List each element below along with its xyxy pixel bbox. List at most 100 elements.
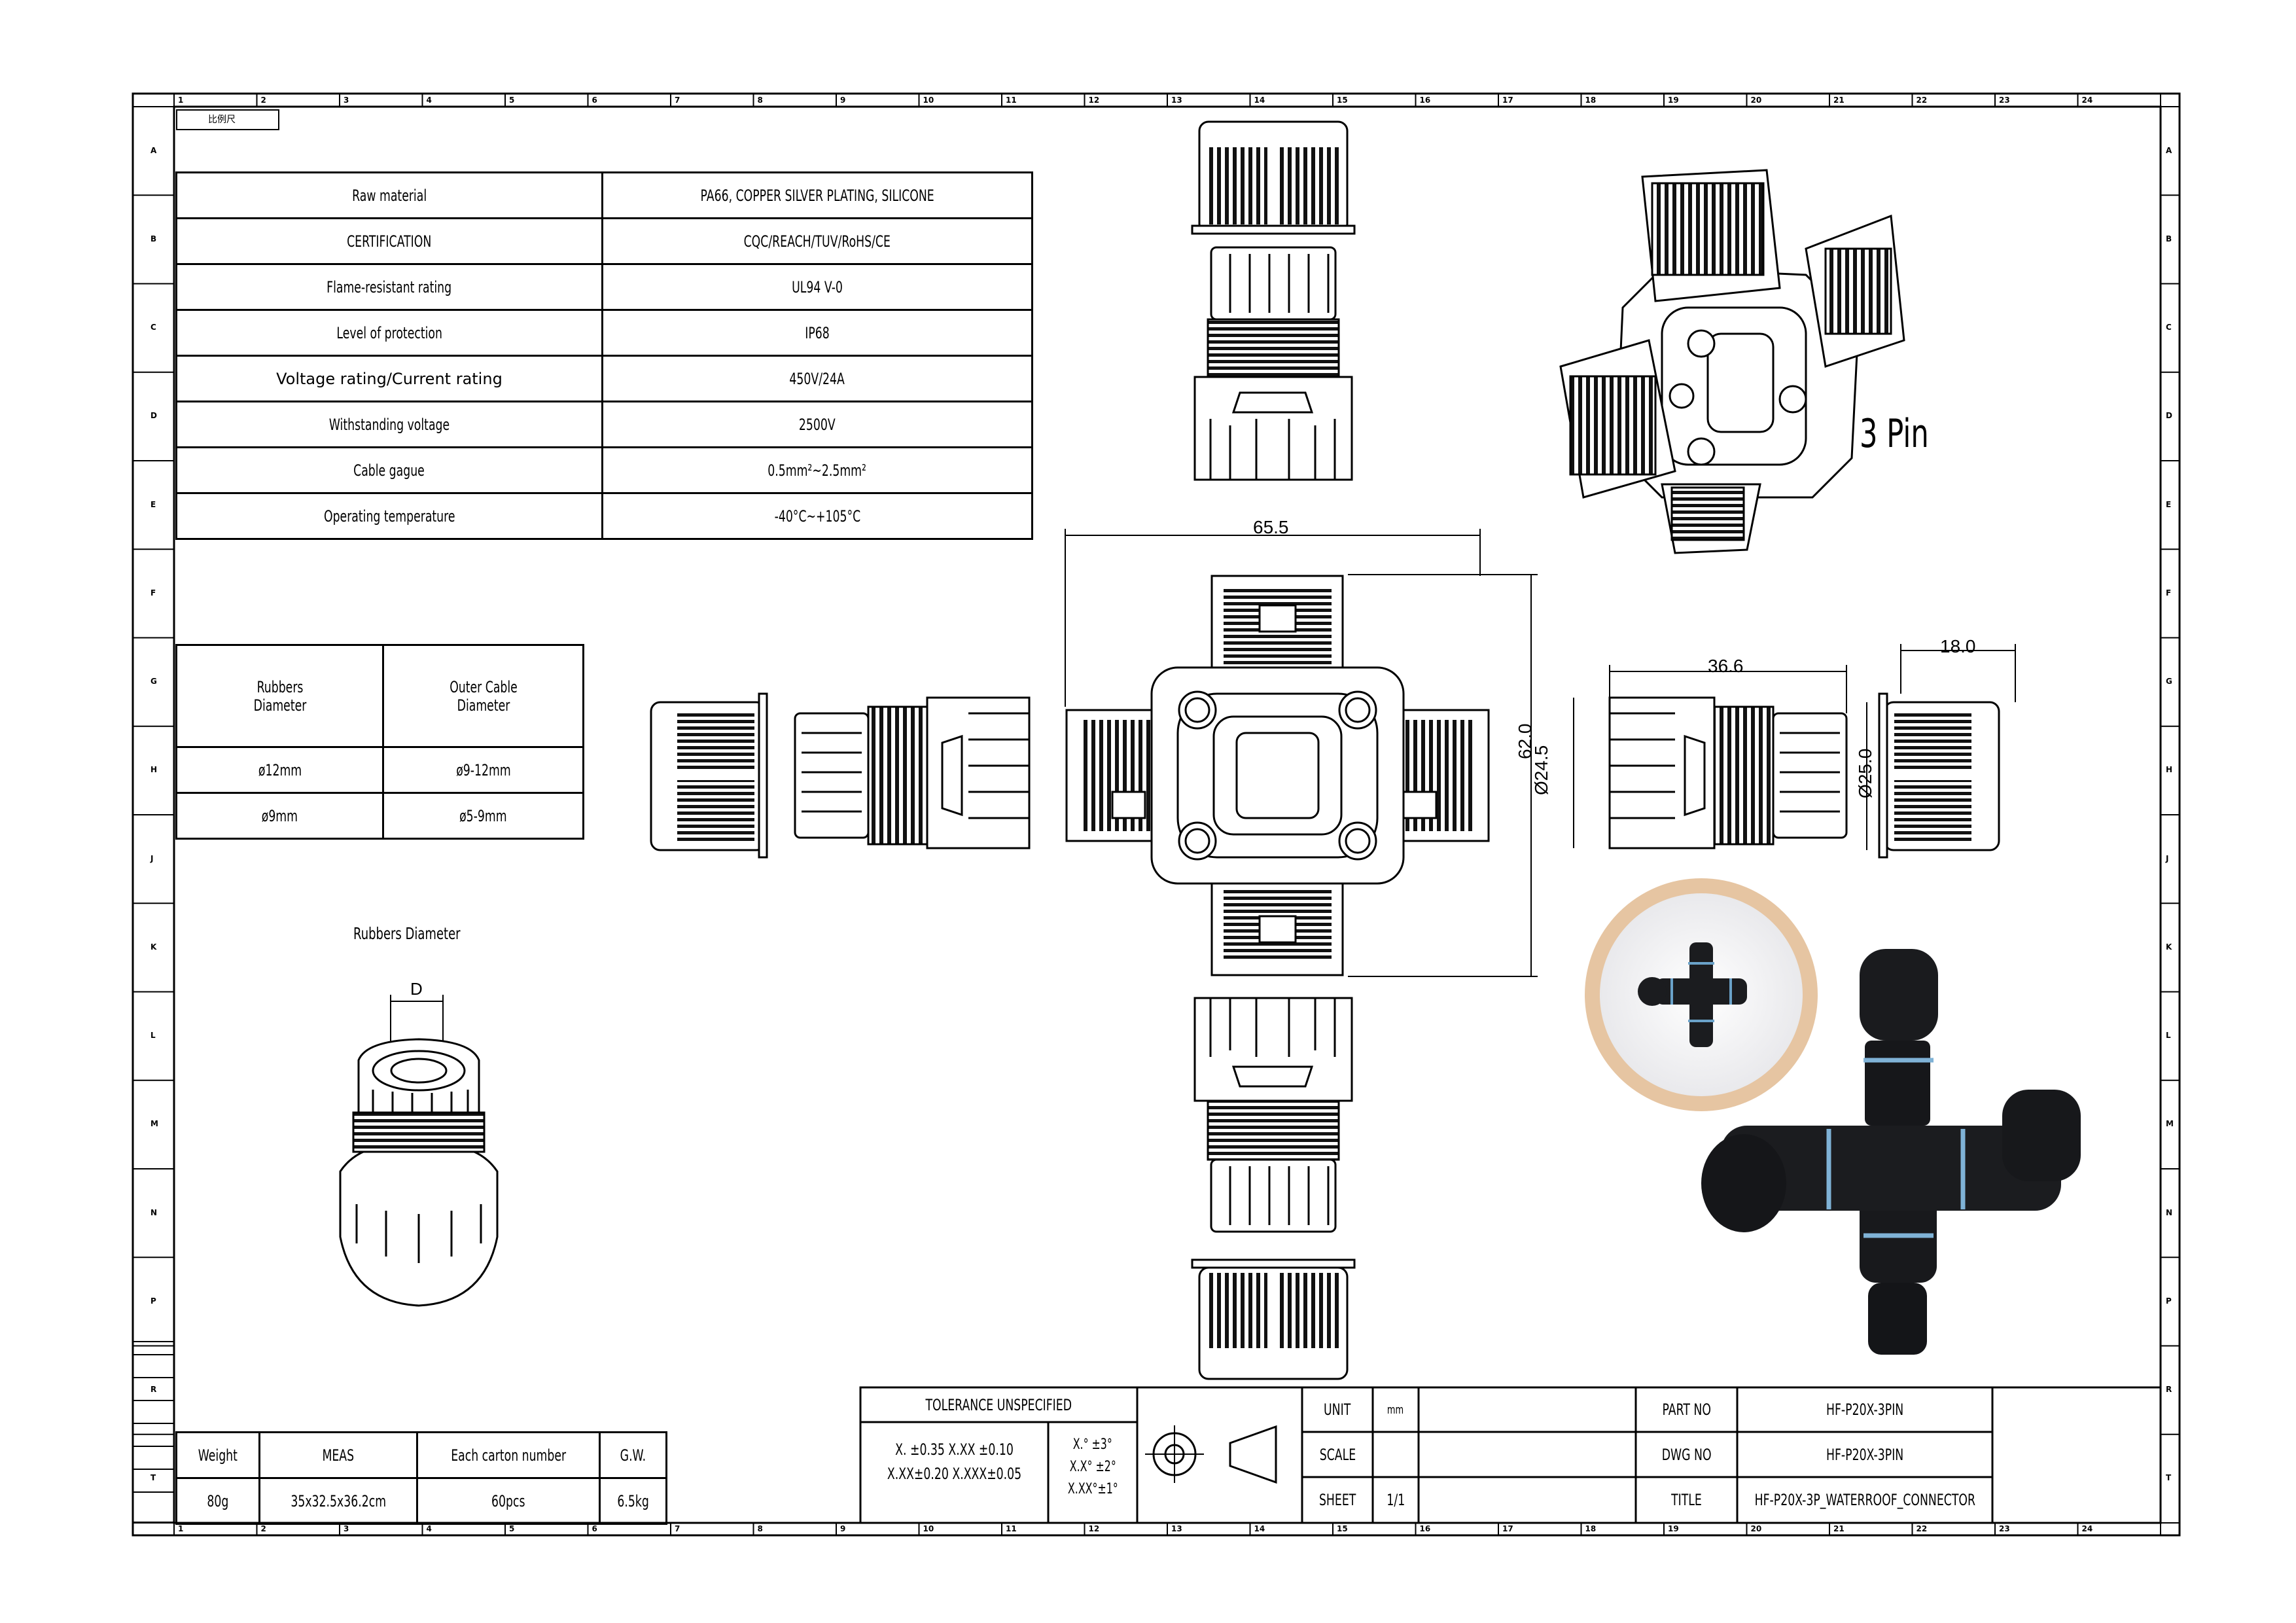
grid-row-label: M [150, 1119, 158, 1129]
grid-row-label: G [150, 677, 157, 687]
packing-header: MEAS [258, 1431, 419, 1479]
part-no-value: HF-P20X-3PIN [1826, 1400, 1904, 1419]
grid-column-label: 13 [1171, 1524, 1182, 1533]
scale-label: SCALE [1319, 1445, 1356, 1464]
grid-column-label: 14 [1254, 1524, 1265, 1533]
grid-column-label: 17 [1502, 1524, 1513, 1533]
grid-column-label: 7 [675, 1524, 680, 1533]
spec-label: CERTIFICATION [175, 217, 603, 265]
grid-column-label: 16 [1419, 96, 1431, 105]
spec-label: Raw material [175, 171, 603, 219]
grid-column-label: 12 [1088, 1524, 1100, 1533]
grid-row-label: T [150, 1473, 156, 1483]
grid-column-label: 19 [1668, 96, 1679, 105]
grid-column-label: 6 [592, 1524, 597, 1533]
grid-row-label: C [150, 323, 156, 332]
product-photo-small [1585, 878, 1818, 1111]
grid-row-label: K [2166, 942, 2172, 952]
packing-value: 35x32.5x36.2cm [258, 1477, 419, 1525]
grid-row-label: K [150, 942, 157, 952]
grid-column-label: 9 [840, 96, 846, 105]
side-view-cap [1878, 692, 2000, 859]
grid-column-label: 7 [675, 96, 680, 105]
grid-column-label: 19 [1668, 1524, 1679, 1533]
grid-column-label: 3 [344, 1524, 349, 1533]
part-no-label: PART NO [1662, 1400, 1711, 1419]
exploded-view-top [1191, 120, 1356, 481]
spec-value: PA66, COPPER SILVER PLATING, SILICONE [601, 171, 1034, 219]
packing-table: Weight MEAS Each carton number G.W. 80g … [175, 1431, 667, 1525]
grid-row-label: H [2166, 765, 2173, 775]
grid-row-label: A [150, 145, 157, 155]
grid-column-label: 3 [344, 96, 349, 105]
grid-column-label: 21 [1833, 1524, 1845, 1533]
grid-column-label: 16 [1419, 1524, 1431, 1533]
spec-value: -40°C~+105°C [601, 492, 1034, 540]
grid-column-label: 9 [840, 1524, 846, 1533]
grid-column-label: 4 [426, 96, 432, 105]
size-header-cable: Outer Cable Diameter [382, 644, 584, 748]
spec-row: Operating temperature-40°C~+105°C [175, 492, 1034, 540]
grid-column-label: 1 [178, 1524, 184, 1533]
dimension-lines-side [1573, 644, 2016, 850]
scale-note-box [176, 109, 279, 130]
grid-column-label: 10 [923, 1524, 934, 1533]
grid-column-label: 2 [260, 1524, 266, 1533]
exploded-view-bottom [1191, 997, 1356, 1380]
grid-row-label: P [150, 1296, 156, 1306]
grid-column-label: 8 [757, 1524, 763, 1533]
grid-row-label: F [2166, 588, 2172, 597]
scale-value [1373, 1432, 1419, 1477]
size-cell: ø12mm [175, 746, 385, 794]
rubber-dim-label: D [410, 979, 423, 999]
scale-note: 比例尺 [208, 115, 236, 125]
grid-column-label: 23 [1999, 1524, 2010, 1533]
size-cell: ø9mm [175, 792, 385, 840]
size-cell: ø5-9mm [382, 792, 584, 840]
grid-row-label: L [2166, 1031, 2171, 1041]
grid-row-label: J [150, 853, 154, 863]
spec-value: 450V/24A [601, 355, 1034, 402]
rubber-size-table: Rubbers Diameter Outer Cable Diameter ø1… [175, 644, 584, 840]
isometric-view [1559, 169, 1905, 554]
grid-row-label: H [150, 765, 158, 775]
spec-label: Withstanding voltage [175, 401, 603, 448]
grid-row-label: M [2166, 1119, 2174, 1129]
spec-value: CQC/REACH/TUV/RoHS/CE [601, 217, 1034, 265]
grid-row-label: E [150, 499, 156, 509]
grid-row-label: G [2166, 677, 2172, 687]
grid-column-label: 22 [1916, 1524, 1928, 1533]
packing-header: G.W. [599, 1431, 667, 1479]
tolerance-linear-2: X.XX±0.20 X.XXX±0.05 [887, 1465, 1022, 1483]
dim-diameter-1: Ø24.5 [1531, 745, 1551, 795]
grid-column-label: 14 [1254, 96, 1265, 105]
grid-row-label: E [2166, 499, 2172, 509]
grid-column-label: 5 [509, 96, 515, 105]
side-revision-block [132, 1341, 175, 1523]
grid-column-label: 2 [260, 96, 266, 105]
grid-column-label: 18 [1585, 96, 1597, 105]
grid-column-label: 20 [1750, 1524, 1762, 1533]
grid-column-label: 15 [1337, 1524, 1348, 1533]
spec-value: 2500V [601, 401, 1034, 448]
packing-value: 6.5kg [599, 1477, 667, 1525]
grid-row-label: T [2166, 1473, 2172, 1483]
spec-value: 0.5mm²~2.5mm² [601, 446, 1034, 494]
spec-value: UL94 V-0 [601, 263, 1034, 311]
grid-column-label: 10 [923, 96, 934, 105]
grid-column-label: 15 [1337, 96, 1348, 105]
dwg-no-value: HF-P20X-3PIN [1826, 1445, 1904, 1464]
grid-column-label: 6 [592, 96, 597, 105]
spec-label: Flame-resistant rating [175, 263, 603, 311]
side-view-right [1608, 696, 1848, 849]
packing-header: Each carton number [416, 1431, 601, 1479]
rubber-seal-drawing [339, 995, 499, 1307]
unit-value: mm [1387, 1402, 1404, 1417]
grid-row-label: N [150, 1207, 158, 1217]
grid-row-label: A [2166, 145, 2172, 155]
dim-diameter-2: Ø25.0 [1855, 748, 1875, 798]
grid-row-label: F [150, 588, 156, 597]
grid-column-label: 11 [1006, 1524, 1017, 1533]
